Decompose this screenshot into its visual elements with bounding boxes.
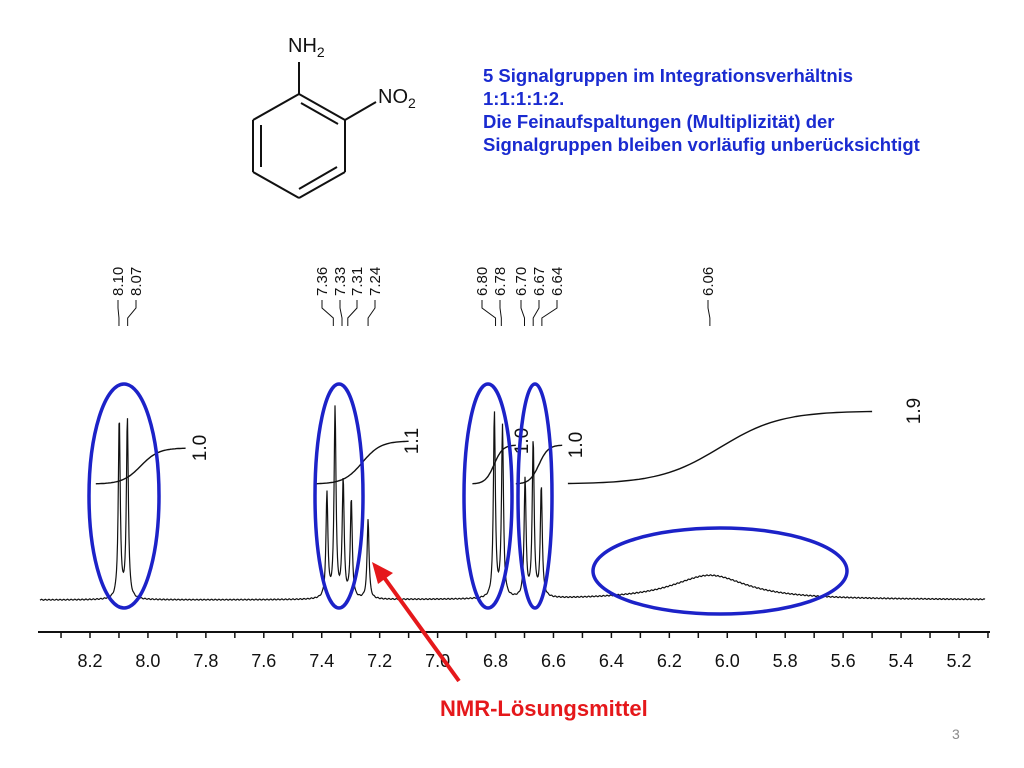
solvent-arrow [372,562,461,683]
description-line: 5 Signalgruppen im Integrationsverhältni… [483,65,854,86]
tick-label: 6.2 [657,651,682,671]
integral-value: 1.9 [904,398,925,424]
integral-curve [515,444,563,485]
description-line: 1:1:1:1:2. [483,88,565,109]
tick-label: 5.6 [831,651,856,671]
peak-leader [481,300,497,326]
integral-value: 1.0 [566,432,587,458]
nh2-label: NH2 [288,35,325,60]
integral-curve [95,447,186,485]
group-highlight-ellipse [462,382,514,610]
tick-label: 6.6 [541,651,566,671]
peak-leader [321,300,334,326]
tick-label: 7.2 [367,651,392,671]
tick-label: 6.4 [599,651,624,671]
page-number: 3 [952,726,960,742]
integral-value: 1.0 [512,428,533,454]
tick-label: 7.8 [193,651,218,671]
peak-label: 7.36 [314,267,331,296]
peak-label: 6.06 [700,267,717,296]
peak-label: 7.24 [367,267,384,296]
peak-label: 6.67 [531,267,548,296]
peak-label: 8.07 [128,267,145,296]
peak-leader [499,300,502,326]
peak-leader [117,300,120,326]
no2-label: NO2 [378,86,416,111]
peak-leader [532,300,540,326]
tick-label: 5.8 [773,651,798,671]
peak-label: 7.31 [349,267,366,296]
tick-label: 7.0 [425,651,450,671]
peak-label: 6.64 [549,267,566,296]
peak-label: 7.33 [332,267,349,296]
tick-label: 7.4 [309,651,334,671]
description-line: Signalgruppen bleiben vorläufig unberück… [483,134,920,155]
peak-label: 8.10 [110,267,127,296]
solvent-label: NMR-Lösungsmittel [440,696,648,721]
peak-leader [347,300,358,326]
signal-group-highlights [87,382,849,616]
ring-double-bond [298,166,338,190]
bond-no2 [344,101,377,121]
peak-leader [127,300,137,326]
integral-curve [567,410,873,485]
ring-bond [252,171,300,199]
tick-label: 7.6 [251,651,276,671]
peak-leader [367,300,376,326]
ppm-axis: 8.2 8.0 7.8 7.6 7.4 7.2 7.0 6.8 6.6 6.4 6.2 6.0 5.8 5… [38,631,990,671]
tick-label: 8.2 [77,651,102,671]
peak-leader [520,300,525,326]
tick-label: 5.2 [946,651,971,671]
ring-bond [298,171,346,199]
group-highlight-ellipse [516,382,554,610]
ring-double-bond [300,102,339,125]
description-line: Die Feinaufspaltungen (Multiplizität) de… [483,111,835,132]
integral-value: 1.0 [190,435,211,461]
tick-label: 6.8 [483,651,508,671]
description-text: 5 Signalgruppen im Integrationsverhältni… [483,64,1018,156]
peak-leader [707,300,711,326]
spectrum-trace [39,405,986,601]
peak-label: 6.78 [492,267,509,296]
chemical-structure [252,62,377,199]
peak-leader [541,300,558,326]
ring-bond [298,93,346,121]
tick-label: 6.0 [715,651,740,671]
tick-label: 5.4 [889,651,914,671]
peak-label: 6.70 [513,267,530,296]
peak-label: 6.80 [474,267,491,296]
peak-leader [339,300,343,326]
group-highlight-ellipse [313,382,365,610]
tick-label: 8.0 [135,651,160,671]
integral-value: 1.1 [402,428,423,454]
group-highlight-ellipse [591,526,849,616]
integral-curves: 1.0 1.1 1.0 1.0 1.9 [95,398,925,485]
group-highlight-ellipse [87,382,161,610]
ring-bond [252,93,300,121]
nmr-spectrum [39,405,986,601]
